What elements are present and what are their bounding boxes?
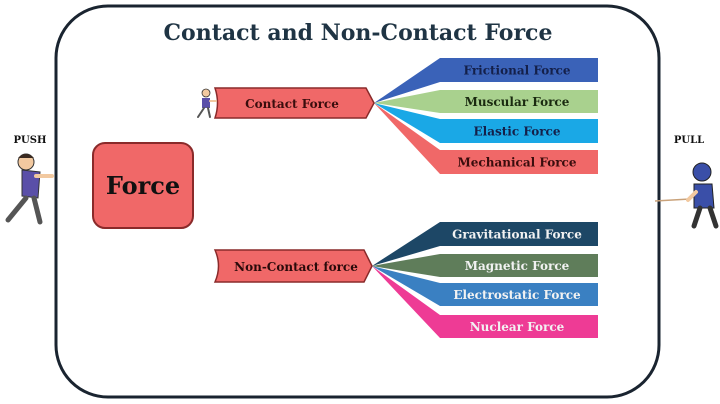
push-label: PUSH	[14, 135, 47, 146]
branch-band	[372, 266, 598, 306]
branch-label: Magnetic Force	[465, 259, 570, 273]
rope	[654, 198, 691, 202]
branch-band	[374, 103, 598, 143]
branch-label: Muscular Force	[465, 95, 570, 109]
contact-force-banner	[213, 87, 375, 119]
pull-person-icon	[686, 162, 719, 229]
branch-label: Mechanical Force	[458, 156, 577, 170]
branch-label: Gravitational Force	[452, 228, 582, 242]
branch-label: Elastic Force	[474, 125, 561, 139]
branch-band	[372, 254, 598, 277]
push-person-icon	[5, 153, 54, 225]
pull-label: PULL	[674, 135, 704, 146]
branch-band	[374, 103, 598, 174]
force-root-box	[92, 142, 194, 229]
noncontact-force-banner	[213, 249, 373, 283]
branch-band	[374, 58, 598, 103]
diagram-title: Contact and Non-Contact Force	[164, 20, 553, 46]
branch-label: Frictional Force	[464, 64, 571, 78]
branch-band	[372, 222, 598, 266]
branch-label: Electrostatic Force	[453, 288, 581, 302]
branch-band	[374, 90, 598, 113]
branch-band	[372, 266, 598, 338]
noncontact-force-label: Non-Contact force	[234, 260, 358, 274]
contact-force-label: Contact Force	[245, 97, 339, 111]
small-push-person-icon	[197, 88, 217, 118]
branch-label: Nuclear Force	[470, 320, 565, 334]
force-root-label: Force	[106, 171, 180, 200]
